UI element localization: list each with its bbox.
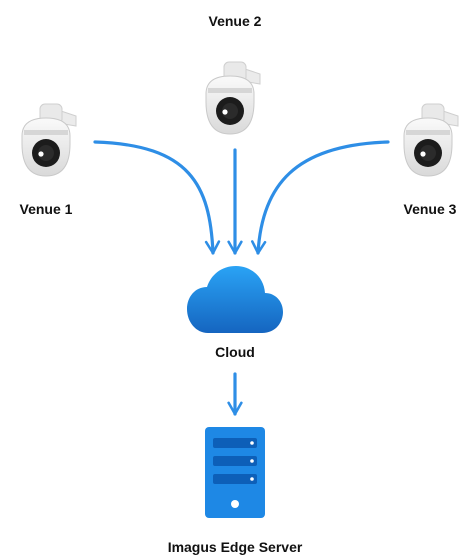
arrow-venue1-to-cloud: [93, 140, 221, 255]
venue2-label: Venue 2: [209, 13, 262, 29]
arrows: [93, 140, 390, 416]
venue2-camera-icon: [205, 61, 261, 135]
cloud-label: Cloud: [215, 344, 255, 360]
venue3-camera-icon: [403, 103, 459, 177]
server-icon: [205, 427, 265, 518]
server-label: Imagus Edge Server: [168, 539, 303, 555]
cloud-icon: [187, 266, 283, 333]
arrow-venue3-to-cloud: [250, 140, 390, 255]
venue1-label: Venue 1: [20, 201, 73, 217]
venue1-camera-icon: [21, 103, 77, 177]
venue3-label: Venue 3: [404, 201, 457, 217]
